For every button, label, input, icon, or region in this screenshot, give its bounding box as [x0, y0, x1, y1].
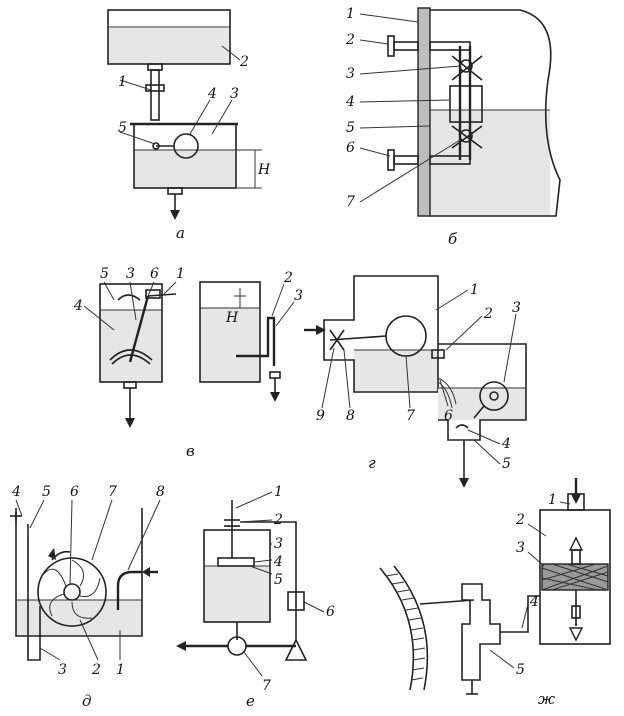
valve-lower — [459, 129, 473, 143]
label-4: 4 — [273, 554, 283, 570]
label-2: 2 — [515, 512, 525, 528]
label-1: 1 — [116, 662, 125, 678]
caption-g: г — [368, 454, 376, 472]
float-e — [217, 557, 255, 567]
label-1: 1 — [470, 282, 479, 298]
caption-a: а — [176, 224, 185, 242]
label-2b: 2 — [283, 270, 293, 286]
chamber-g2 — [438, 343, 527, 441]
label-8: 8 — [156, 484, 165, 500]
panel-b: 1 2 3 4 5 6 7 б — [345, 6, 561, 248]
label-2: 2 — [239, 54, 249, 70]
label-4: 4 — [345, 94, 355, 110]
label-5: 5 — [502, 456, 511, 472]
caption-v: в — [186, 442, 195, 460]
label-4: 4 — [73, 298, 83, 314]
inlet-pipe — [429, 41, 471, 51]
panel-zh: 1 2 3 4 5 ж — [379, 478, 611, 708]
label-3: 3 — [274, 536, 283, 552]
sensor-e — [461, 583, 501, 681]
label-2: 2 — [273, 512, 283, 528]
label-6: 6 — [326, 604, 335, 620]
label-7: 7 — [406, 408, 415, 424]
label-6: 6 — [444, 408, 453, 424]
label-9: 9 — [316, 408, 325, 424]
label-1: 1 — [346, 6, 355, 22]
label-4: 4 — [529, 594, 539, 610]
label-1: 1 — [274, 484, 283, 500]
label-4: 4 — [501, 436, 511, 452]
panel-g: 1 2 3 4 5 6 7 8 9 г — [304, 275, 527, 488]
label-5: 5 — [274, 572, 283, 588]
label-3: 3 — [126, 266, 135, 282]
label-2: 2 — [483, 306, 493, 322]
label-4: 4 — [11, 484, 21, 500]
label-3: 3 — [230, 86, 239, 102]
label-6: 6 — [346, 140, 355, 156]
label-h: Н — [225, 310, 239, 326]
panel-v: 5 3 6 1 4 2 3 Н в — [73, 266, 303, 460]
label-5: 5 — [118, 120, 127, 136]
panel-e: 1 2 3 4 5 6 7 е — [176, 484, 335, 710]
caption-b: б — [448, 230, 458, 248]
caption-e: е — [246, 692, 255, 710]
float-g2 — [479, 381, 509, 411]
label-1: 1 — [176, 266, 185, 282]
label-7: 7 — [346, 194, 355, 210]
feed-pipe — [150, 69, 160, 121]
float-b — [449, 85, 483, 123]
valve-e — [287, 591, 305, 611]
label-8: 8 — [346, 408, 355, 424]
label-7: 7 — [262, 678, 271, 694]
panel-a: 1 2 3 4 5 Н а — [107, 9, 271, 242]
label-1: 1 — [548, 492, 557, 508]
label-h: Н — [257, 162, 271, 178]
label-2: 2 — [345, 32, 355, 48]
gauge-scale — [379, 567, 415, 691]
label-3: 3 — [346, 66, 355, 82]
upper-tank — [107, 9, 231, 65]
panel-d: 4 5 6 7 8 1 2 3 д — [10, 484, 165, 710]
rotor — [37, 557, 107, 627]
chamber-g1 — [323, 275, 439, 393]
label-5: 5 — [516, 662, 525, 678]
label-5: 5 — [42, 484, 51, 500]
label-3: 3 — [512, 300, 521, 316]
label-6: 6 — [150, 266, 159, 282]
label-4: 4 — [207, 86, 217, 102]
label-1: 1 — [118, 74, 127, 90]
chamber-v2 — [199, 281, 261, 383]
vessel-wall — [417, 7, 431, 217]
label-3: 3 — [516, 540, 525, 556]
caption-d: д — [82, 692, 92, 710]
label-3b: 3 — [294, 288, 303, 304]
label-7: 7 — [108, 484, 117, 500]
label-3: 3 — [58, 662, 67, 678]
label-2: 2 — [91, 662, 101, 678]
label-5: 5 — [100, 266, 109, 282]
label-6: 6 — [70, 484, 79, 500]
label-5: 5 — [346, 120, 355, 136]
caption-zh: ж — [538, 690, 555, 708]
